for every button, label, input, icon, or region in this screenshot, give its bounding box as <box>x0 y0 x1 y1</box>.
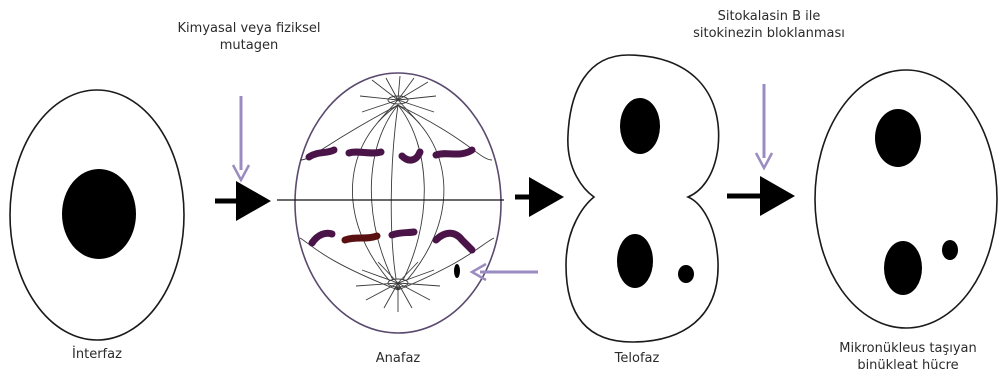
telophase-cell <box>566 55 719 342</box>
binucleate-nucleus-top <box>875 109 921 167</box>
interphase-label: İnterfaz <box>52 346 142 363</box>
binucleate-label-line2: binükleat hücre <box>822 357 994 374</box>
cytochalasin-label-line1: Sitokalasin B ile <box>678 8 860 25</box>
telophase-nucleus-top <box>620 98 660 154</box>
anaphase-label: Anafaz <box>350 350 446 367</box>
telophase-label: Telofaz <box>592 350 682 367</box>
mutagen-arrow <box>233 96 249 180</box>
binucleate-nucleus-bottom <box>884 241 922 295</box>
acentric-fragment <box>454 264 460 278</box>
anaphase-cell <box>277 73 504 333</box>
telophase-membrane <box>566 55 719 342</box>
telophase-micronucleus <box>678 265 694 283</box>
mutagen-label-line1: Kimyasal veya fiziksel <box>160 20 338 37</box>
mutagen-label-line2: mutagen <box>160 37 338 54</box>
binucleate-label-line1: Mikronükleus taşıyan <box>822 340 994 357</box>
cytochalasin-label: Sitokalasin B ile sitokinezin bloklanmas… <box>678 8 860 42</box>
lagging-chromosome <box>345 236 377 240</box>
binucleate-label: Mikronükleus taşıyan binükleat hücre <box>822 340 994 374</box>
telophase-nucleus-bottom <box>617 234 653 288</box>
mutagen-label: Kimyasal veya fiziksel mutagen <box>160 20 338 54</box>
cytochalasin-arrow <box>756 84 772 168</box>
interphase-nucleus <box>62 169 136 259</box>
interphase-cell <box>10 90 184 340</box>
cytochalasin-label-line2: sitokinezin bloklanması <box>678 25 860 42</box>
fragment-pointer-arrow <box>472 264 538 280</box>
binucleate-cell <box>815 70 997 328</box>
binucleate-micronucleus <box>942 240 958 260</box>
